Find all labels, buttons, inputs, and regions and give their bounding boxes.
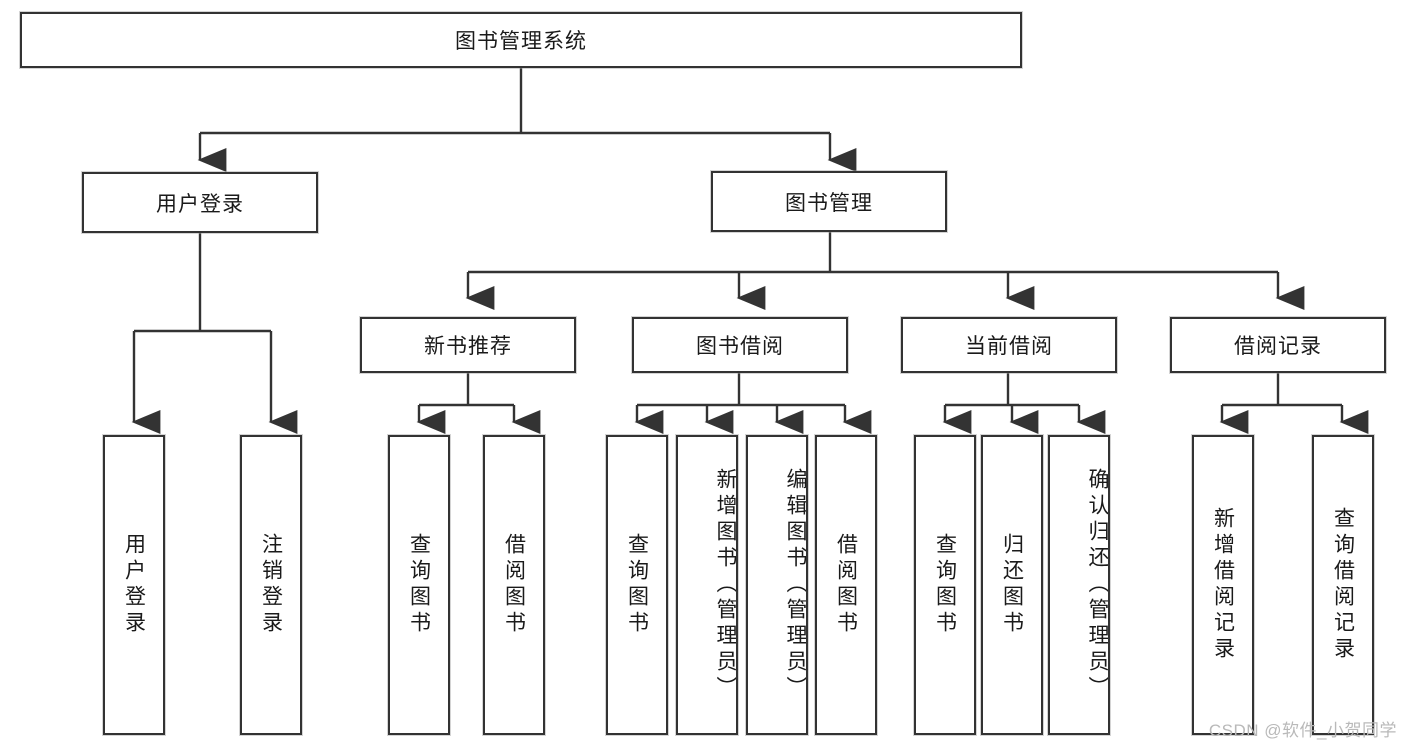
- leaf-confirm-return-admin[interactable]: 确认归还（管理员）: [1048, 435, 1110, 735]
- leaf-edit-book-admin[interactable]: 编辑图书（管理员）: [746, 435, 808, 735]
- node-book-borrow[interactable]: 图书借阅: [632, 317, 848, 373]
- node-borrow-record[interactable]: 借阅记录: [1170, 317, 1386, 373]
- node-book-management[interactable]: 图书管理: [711, 171, 947, 232]
- watermark: CSDN @软件_小贺同学: [1208, 721, 1397, 740]
- node-user-login[interactable]: 用户登录: [82, 172, 318, 233]
- leaf-return-book[interactable]: 归还图书: [981, 435, 1043, 735]
- leaf-logout[interactable]: 注销登录: [240, 435, 302, 735]
- leaf-borrow-book-recommend[interactable]: 借阅图书: [483, 435, 545, 735]
- leaf-query-book-recommend[interactable]: 查询图书: [388, 435, 450, 735]
- node-current-borrow[interactable]: 当前借阅: [901, 317, 1117, 373]
- leaf-user-login[interactable]: 用户登录: [103, 435, 165, 735]
- node-new-book-recommend[interactable]: 新书推荐: [360, 317, 576, 373]
- leaf-query-book-borrow[interactable]: 查询图书: [606, 435, 668, 735]
- leaf-query-borrow-record[interactable]: 查询借阅记录: [1312, 435, 1374, 735]
- leaf-add-borrow-record[interactable]: 新增借阅记录: [1192, 435, 1254, 735]
- leaf-query-book-current[interactable]: 查询图书: [914, 435, 976, 735]
- leaf-borrow-book[interactable]: 借阅图书: [815, 435, 877, 735]
- node-root-system[interactable]: 图书管理系统: [20, 12, 1022, 68]
- leaf-add-book-admin[interactable]: 新增图书（管理员）: [676, 435, 738, 735]
